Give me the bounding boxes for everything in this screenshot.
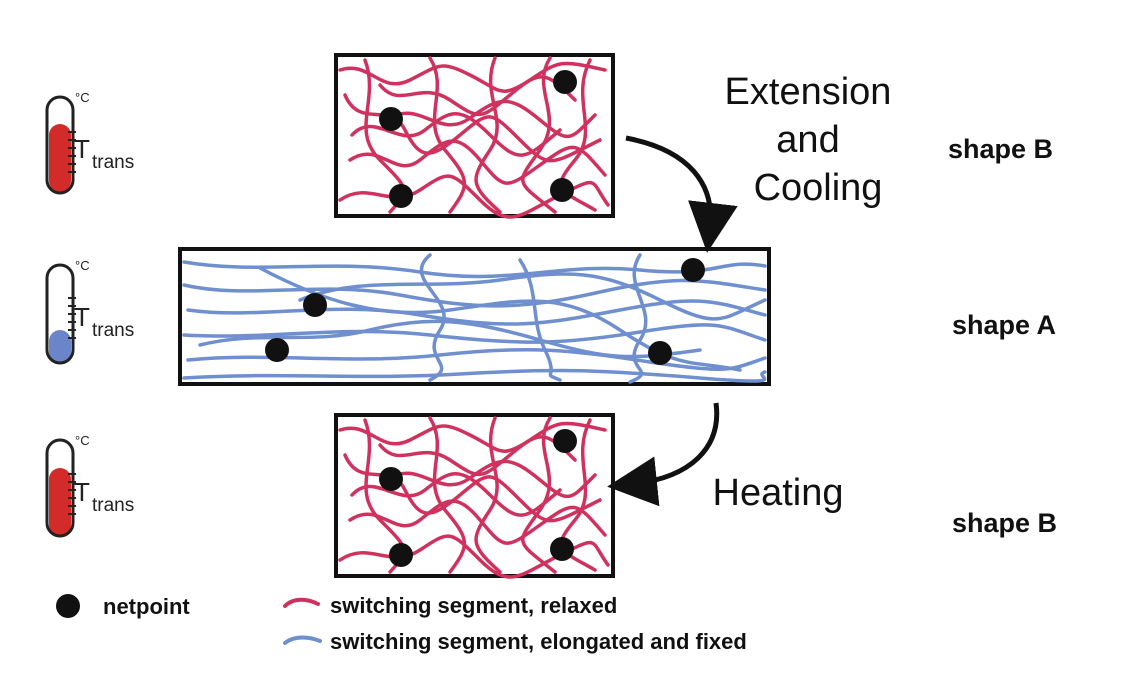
legend-relaxed-marker — [283, 597, 320, 608]
thermometer-ticks — [68, 297, 76, 339]
legend: netpoint switching segment, relaxed swit… — [56, 593, 747, 654]
netpoints — [379, 429, 577, 567]
thermometer-body — [45, 438, 75, 538]
shape-label-top: shape B — [948, 134, 1053, 164]
t-subscript: trans — [92, 320, 134, 341]
polymer-box-bottom — [334, 413, 615, 579]
t-subscript: trans — [92, 495, 134, 516]
degree-unit: °C — [75, 258, 90, 273]
thermometer-body — [45, 95, 75, 195]
legend-elongated-marker — [283, 635, 322, 645]
legend-netpoint-label: netpoint — [103, 594, 190, 619]
arrow-extension — [625, 135, 738, 253]
netpoints — [265, 258, 705, 365]
shape-label-bottom: shape B — [952, 508, 1057, 538]
t-label: T — [74, 302, 90, 332]
polymer-box-middle — [178, 247, 771, 386]
netpoints — [379, 70, 577, 208]
polymer-box-top — [334, 53, 615, 219]
degree-unit: °C — [75, 433, 90, 448]
arrow-heating — [607, 402, 720, 507]
step-extension-line2: and — [776, 119, 839, 161]
legend-relaxed-label: switching segment, relaxed — [330, 593, 617, 618]
thermometer-ticks — [68, 131, 76, 173]
thermometer-middle: °C T trans — [45, 258, 134, 365]
t-label: T — [74, 477, 90, 507]
step-heating: Heating — [713, 472, 844, 514]
step-extension-line1: Extension — [725, 71, 892, 113]
legend-netpoint-marker — [56, 594, 80, 618]
t-label: T — [74, 134, 90, 164]
t-subscript: trans — [92, 152, 134, 173]
thermometer-fill — [49, 468, 71, 536]
thermometer-top: °C T trans — [45, 90, 134, 195]
step-extension-line3: Cooling — [754, 167, 883, 209]
thermometer-ticks — [68, 473, 76, 515]
thermometer-fill — [49, 124, 71, 192]
thermometer-bottom: °C T trans — [45, 433, 134, 538]
shape-label-middle: shape A — [952, 310, 1056, 340]
thermometer-fill — [49, 330, 71, 363]
legend-elongated-label: switching segment, elongated and fixed — [330, 629, 747, 654]
elongated-segments — [182, 253, 767, 384]
degree-unit: °C — [75, 90, 90, 105]
